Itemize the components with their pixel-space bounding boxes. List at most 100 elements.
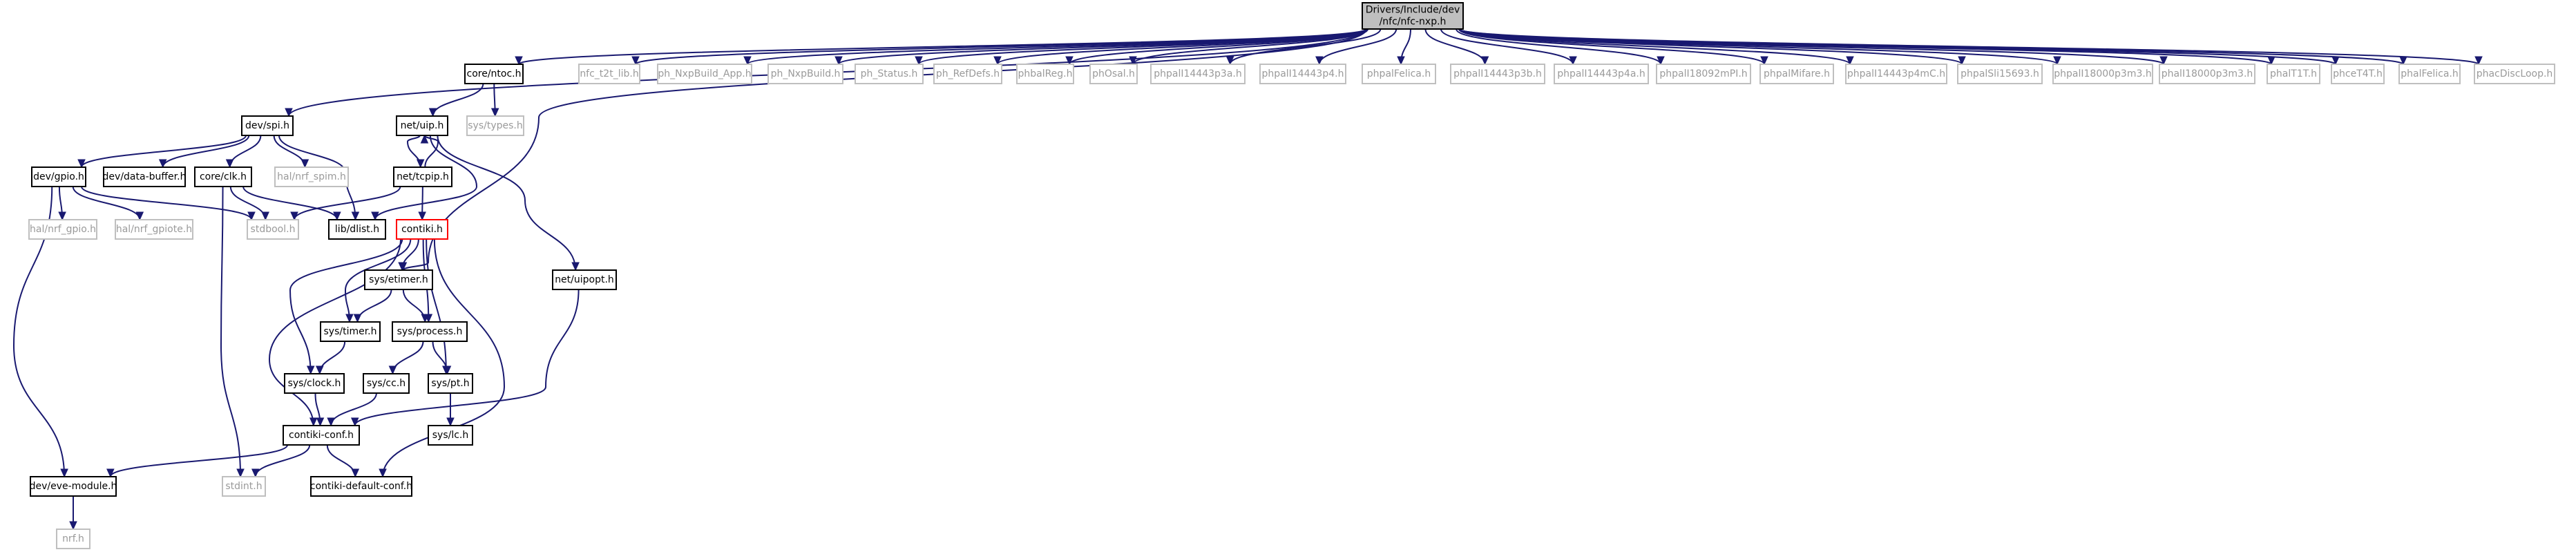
edge-root-to-phpal14443p4a [1440, 28, 1577, 66]
edge-dev_spi-to-core_clk [225, 135, 262, 169]
node-ph-status: ph_Status.h [855, 64, 924, 84]
node-phpalfelica: phpalFelica.h [1362, 64, 1436, 84]
node-label: net/uipopt.h [555, 274, 614, 285]
node-sys-timer[interactable]: sys/timer.h [320, 321, 381, 342]
edge-root-to-phacdiscloop [1458, 28, 2483, 66]
node-label: dev/gpio.h [33, 171, 84, 182]
node-label: phpalI18000p3m3.h [2054, 68, 2151, 79]
node-sys-process[interactable]: sys/process.h [392, 321, 468, 342]
node-label: sys/timer.h [323, 326, 376, 337]
node-label: phceT4T.h [2333, 68, 2383, 79]
node-label: nrf.h [62, 533, 84, 544]
edge-sys_process-to-sys_pt [432, 341, 452, 375]
edge-core_ntoc-to-sys_types [490, 83, 499, 117]
node-label: nfc_t2t_lib.h [580, 68, 638, 79]
node-nfc-t2t: nfc_t2t_lib.h [578, 64, 640, 84]
node-lib-dlist[interactable]: lib/dlist.h [328, 219, 386, 240]
edge-root-to-phpal14443p4 [1315, 28, 1397, 66]
node-label: phpalMifare.h [1764, 68, 1830, 79]
node-label: phpalI14443p4mC.h [1847, 68, 1945, 79]
node-sys-lc[interactable]: sys/lc.h [428, 425, 473, 446]
node-stdint: stdint.h [222, 476, 266, 497]
edge-net_uip-to-net_tcpip [406, 135, 425, 169]
node-net-tcpip[interactable]: net/tcpip.h [393, 166, 452, 187]
node-label: phalI18000p3m3.h [2162, 68, 2253, 79]
node-phpal14443p3a: phpalI14443p3a.h [1150, 64, 1246, 84]
node-sys-clock[interactable]: sys/clock.h [284, 373, 345, 394]
node-dev-databuffer[interactable]: dev/data-buffer.h [103, 166, 187, 187]
node-sys-pt[interactable]: sys/pt.h [428, 373, 473, 394]
node-contiki-default-conf[interactable]: contiki-default-conf.h [310, 476, 412, 497]
edge-contiki-to-sys_etimer [398, 238, 419, 272]
node-phpal18000p3m3b: phalI18000p3m3.h [2159, 64, 2255, 84]
node-label: sys/clock.h [288, 378, 341, 389]
node-label: phpalSli15693.h [1960, 68, 2039, 79]
node-label: ph_NxpBuild_App.h [658, 68, 751, 79]
node-contiki-conf[interactable]: contiki-conf.h [283, 425, 360, 446]
edge-contiki_conf-to-contiki_default_conf [326, 444, 360, 478]
node-phpal14443p4a: phpalI14443p4a.h [1554, 64, 1649, 84]
node-label: core/ntoc.h [467, 68, 522, 79]
node-dev-gpio[interactable]: dev/gpio.h [31, 166, 86, 187]
node-sys-etimer[interactable]: sys/etimer.h [364, 269, 433, 290]
node-label: dev/eve-module.h [30, 481, 117, 492]
node-label: hal/nrf_spim.h [277, 171, 346, 182]
node-label: phalT1T.h [2270, 68, 2317, 79]
node-label: ph_Status.h [861, 68, 918, 79]
node-core-clk[interactable]: core/clk.h [194, 166, 252, 187]
node-sys-cc[interactable]: sys/cc.h [363, 373, 410, 394]
node-label: lib/dlist.h [335, 224, 379, 235]
node-net-uip[interactable]: net/uip.h [396, 115, 448, 136]
node-phpal14443p4: phpalI14443p4.h [1259, 64, 1346, 84]
node-phpal14443p3b: phpalI14443p3b.h [1450, 64, 1545, 84]
node-label: stdint.h [225, 481, 262, 492]
edge-root-to-ph_refdefs [993, 28, 1367, 66]
node-phpal18000p3m3a: phpalI18000p3m3.h [2052, 64, 2153, 84]
node-dev-spi[interactable]: dev/spi.h [241, 115, 294, 136]
node-label: phpalI14443p4.h [1262, 68, 1344, 79]
edge-net_tcpip-to-stdbool [290, 186, 401, 221]
edge-dev_spi-to-hal_nrf_spim [273, 135, 309, 169]
edge-net_tcpip-to-contiki [418, 186, 426, 221]
node-label: sys/types.h [468, 120, 522, 131]
node-phacdiscloop: phacDiscLoop.h [2474, 64, 2555, 84]
edge-core_clk-to-stdint [220, 186, 245, 478]
node-contiki[interactable]: contiki.h [396, 219, 448, 240]
node-hal-nrf-spim: hal/nrf_spim.h [274, 166, 349, 187]
node-label: phpalI18092mPI.h [1659, 68, 1747, 79]
node-ph-refdefs: ph_RefDefs.h [933, 64, 1002, 84]
edge-root-to-phpal14443p3a [1225, 28, 1382, 66]
node-label: sys/lc.h [432, 430, 469, 441]
edge-sys_timer-to-sys_clock [316, 341, 346, 375]
node-label: /nfc/nfc-nxp.h [1380, 17, 1447, 28]
edge-dev_spi-to-dev_databuffer [158, 135, 250, 169]
node-core-ntoc[interactable]: core/ntoc.h [464, 64, 524, 84]
node-label: net/tcpip.h [397, 171, 449, 182]
node-label: phpalI14443p4a.h [1557, 68, 1645, 79]
edge-root-to-phpalmifare [1458, 28, 1768, 66]
edge-net_uip-to-net_uipopt [437, 135, 580, 272]
edge-root-to-phpal14443p4mc [1458, 28, 1854, 66]
edge-root-to-phpal14443p3b [1424, 28, 1489, 66]
edge-root-to-phpalfelica [1397, 28, 1411, 66]
node-phpal14443p4mc: phpalI14443p4mC.h [1845, 64, 1947, 84]
edge-contiki-to-sys_pt [426, 238, 450, 375]
node-phcet4t: phceT4T.h [2331, 64, 2385, 84]
node-root[interactable]: Drivers/Include/dev/nfc/nfc-nxp.h [1362, 2, 1464, 30]
node-nrf: nrf.h [56, 529, 90, 549]
node-label: sys/process.h [397, 326, 463, 337]
node-label: contiki-conf.h [289, 430, 354, 441]
node-label: stdbool.h [251, 224, 296, 235]
edge-layer [12, 28, 2483, 531]
node-net-uipopt[interactable]: net/uipopt.h [552, 269, 617, 290]
edge-contiki-to-sys_timer [344, 238, 412, 323]
edge-root-to-phbalreg [1065, 28, 1367, 66]
edge-dev_spi-to-dev_gpio [77, 135, 247, 169]
edge-sys_clock-to-contiki_conf [314, 392, 325, 427]
node-label: phpalI14443p3a.h [1154, 68, 1241, 79]
edge-net_uipopt-to-contiki_conf [350, 289, 580, 427]
edge-core_clk-to-stdbool [229, 186, 269, 221]
node-ph-nxpbuild-app: ph_NxpBuild_App.h [657, 64, 752, 84]
node-dev-eve-module[interactable]: dev/eve-module.h [30, 476, 117, 497]
